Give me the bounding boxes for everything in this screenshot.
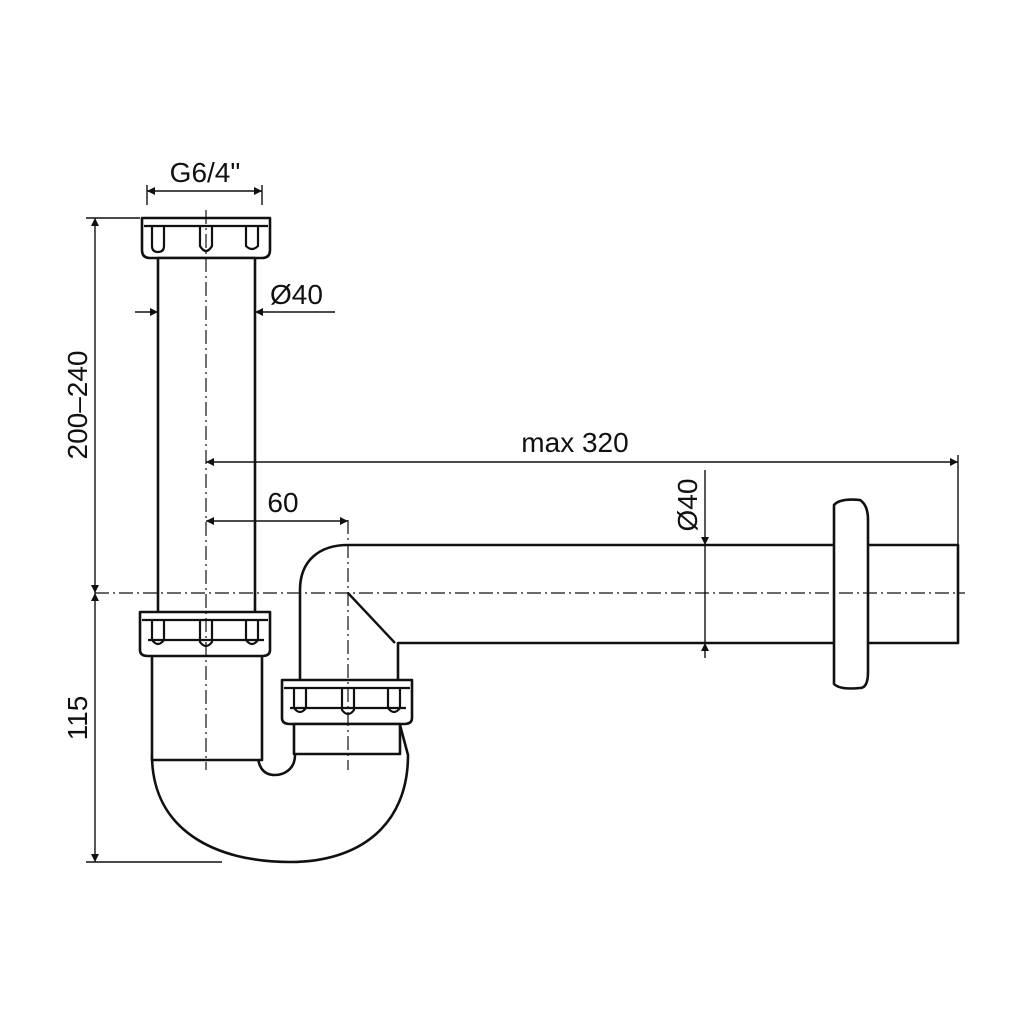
height-range-label: 200–240 xyxy=(62,350,93,459)
horizontal-pipe xyxy=(298,543,960,692)
lower-tube xyxy=(150,648,264,762)
thread-size-label: G6/4" xyxy=(170,157,241,188)
right-nut xyxy=(280,678,414,726)
left-nut xyxy=(138,610,272,658)
trap-depth-label: 115 xyxy=(62,696,93,741)
horizontal-pipe-diameter-label: Ø40 xyxy=(672,479,703,532)
max-length-label: max 320 xyxy=(521,427,628,458)
vertical-pipe-diameter-label: Ø40 xyxy=(270,279,323,310)
offset-label: 60 xyxy=(267,487,298,518)
wall-flange xyxy=(832,498,870,690)
